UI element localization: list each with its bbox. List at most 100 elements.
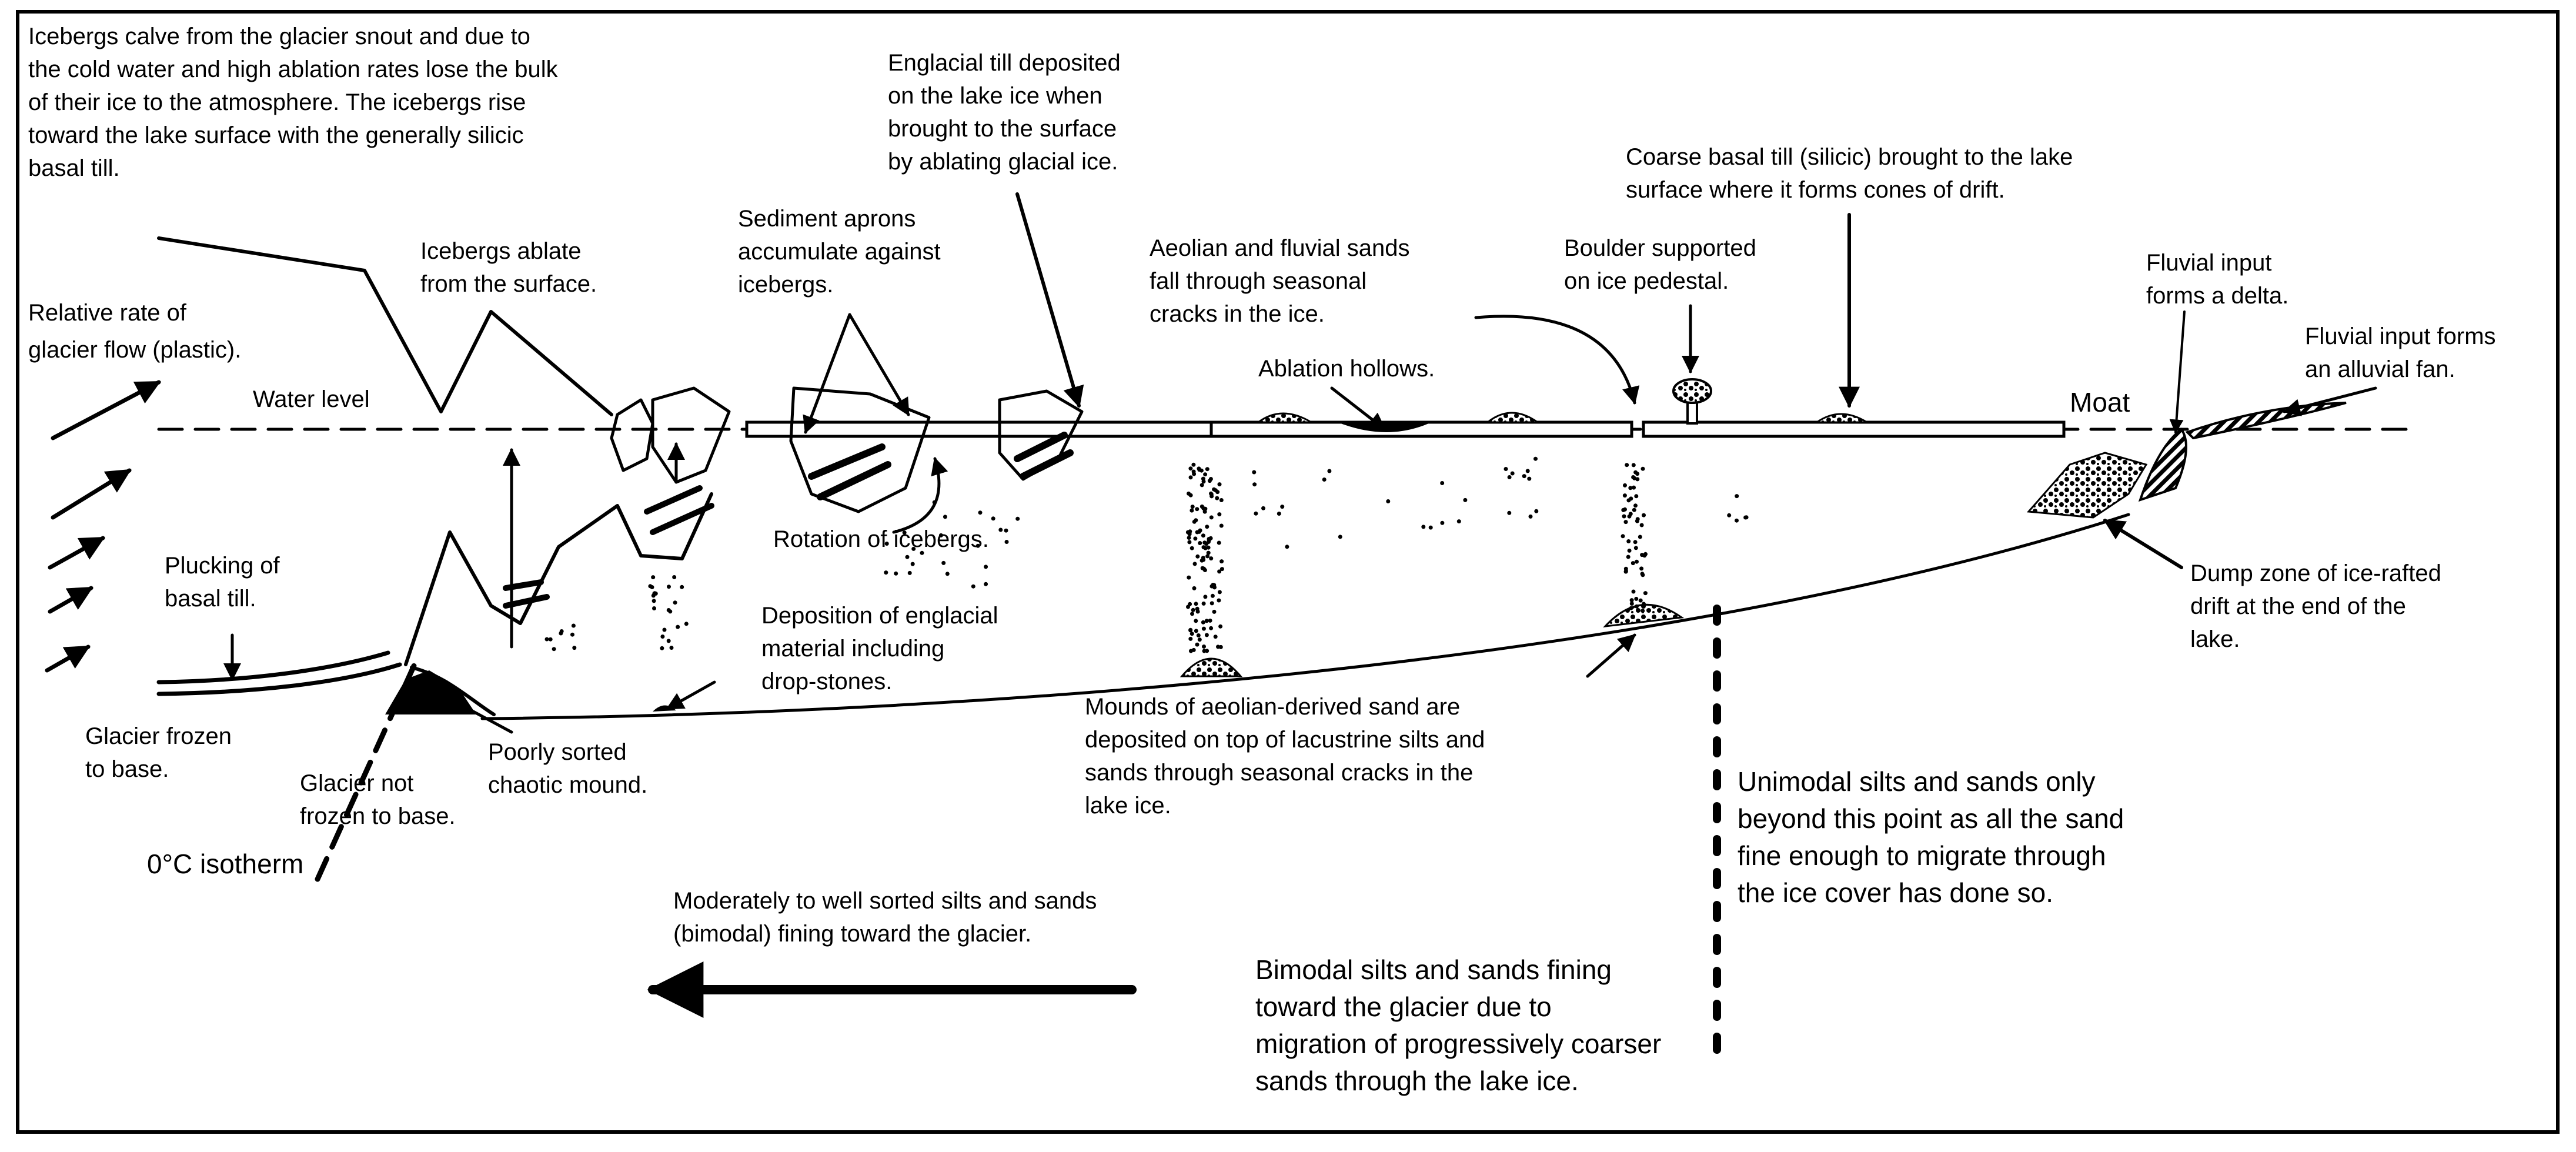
sediment-dot (1210, 593, 1215, 598)
sediment-dot (1209, 515, 1214, 520)
sediment-dot (991, 516, 995, 521)
label-poorly-sorted: Poorly sorted chaotic mound. (488, 739, 647, 798)
sediment-dot (1640, 553, 1645, 557)
sediment-dot (1190, 508, 1194, 513)
sediment-dot (1205, 554, 1210, 559)
sediment-dot (1285, 545, 1289, 549)
sediment-dot (1623, 520, 1628, 525)
label-deposition: Deposition of englacial material includi… (761, 603, 1005, 694)
sediment-dot (1634, 596, 1639, 601)
label-coarse-till: Coarse basal till (silicic) brought to t… (1626, 144, 2079, 203)
sediment-dot (684, 622, 689, 626)
sediment-dot (1633, 503, 1638, 508)
sediment-dot (652, 606, 656, 610)
sediment-dot (1203, 472, 1208, 477)
label-mounds: Mounds of aeolian-derived sand are depos… (1085, 694, 1492, 819)
sediment-dot (1322, 478, 1327, 482)
sediment-dot (1338, 535, 1342, 539)
sediment-dot (1628, 512, 1633, 516)
sediment-dot (1635, 477, 1640, 482)
sediment-dot (1217, 598, 1221, 603)
sediment-dot (1194, 619, 1198, 623)
sediment-dot (1631, 561, 1635, 566)
iceberg-sediment-layers (503, 432, 1074, 609)
sediment-dot (1212, 609, 1217, 614)
sediment-dot (945, 572, 950, 576)
label-englacial-till: Englacial till deposited on the lake ice… (888, 50, 1127, 175)
sediment-dot (1194, 629, 1198, 633)
sediment-dot (978, 510, 983, 515)
sediment-dot (572, 646, 577, 650)
sediment-dot (1261, 506, 1265, 510)
sediment-dot (1428, 525, 1433, 530)
sediment-dot (1635, 517, 1640, 522)
sediment-dot (1277, 512, 1281, 516)
sediment-dot (660, 646, 664, 650)
sediment-dot (938, 533, 943, 537)
sediment-dot (1638, 535, 1642, 539)
sediment-dot (1191, 462, 1196, 467)
sediment-dot (894, 571, 898, 576)
sediment-dot (1193, 536, 1198, 541)
sediment-dot (1199, 468, 1204, 473)
sediment-dot (1191, 607, 1195, 612)
label-icebergs-ablate: Icebergs ablate from the surface. (420, 238, 597, 297)
sediment-dot (1195, 530, 1200, 535)
sediment-dot (1217, 569, 1222, 574)
sediment-dot (971, 584, 975, 589)
sediment-dot (1201, 620, 1205, 625)
sediment-dot (1201, 601, 1206, 606)
sediment-dot (1219, 523, 1224, 528)
sediment-dot (1200, 504, 1204, 509)
sediment-dot (1210, 601, 1214, 606)
sediment-dot (1190, 612, 1194, 616)
sediment-dot (1641, 466, 1645, 471)
sediment-dot (1194, 602, 1198, 606)
sediment-dot (1209, 556, 1214, 561)
sediment-dot (1210, 494, 1214, 499)
sediment-dot (676, 625, 680, 629)
sediment-dot (1192, 519, 1197, 524)
label-calving: Icebergs calve from the glacier snout an… (28, 24, 564, 181)
sediment-dot (1744, 515, 1749, 520)
glacier-flow-arrows (45, 380, 161, 673)
glacier-snout-profile (404, 492, 713, 666)
sediment-dot (666, 608, 671, 612)
sediment-dot (1463, 497, 1468, 502)
sediment-dot (1200, 483, 1204, 487)
sediment-dot (1203, 595, 1208, 599)
sediment-dot (570, 632, 574, 637)
label-aeolian-fluvial: Aeolian and fluvial sands fall through s… (1150, 235, 1416, 327)
sediment-dot (1219, 567, 1224, 572)
sediment-dot (1634, 494, 1639, 499)
sediment-dot (660, 635, 665, 639)
sediment-dot (1187, 575, 1191, 580)
sediment-dot (1254, 511, 1258, 516)
sediment-dot (920, 550, 924, 555)
sediment-dot (672, 575, 677, 579)
sediment-dot (1204, 542, 1209, 546)
label-bimodal: Bimodal silts and sands fining toward th… (1255, 954, 1669, 1096)
sediment-dot (1190, 632, 1194, 636)
sediment-dot (1456, 519, 1461, 524)
sediment-dot (1623, 483, 1627, 487)
label-dump-zone: Dump zone of ice-rafted drift at the end… (2190, 560, 2448, 652)
label-fluvial-fan: Fluvial input forms an alluvial fan. (2305, 323, 2503, 382)
sediment-dot (1632, 507, 1636, 512)
sediment-dot (1522, 474, 1526, 479)
sediment-dot (1534, 509, 1539, 513)
sediment-dot (1510, 471, 1515, 476)
sediment-dot (1207, 537, 1211, 541)
sediment-dot (1004, 528, 1008, 533)
sediment-dot (1188, 475, 1193, 480)
sediment-dot (1635, 559, 1639, 564)
sediment-dot (1622, 493, 1627, 498)
sediment-dot (1188, 649, 1193, 653)
sediment-dot (1203, 546, 1208, 550)
figure-frame (16, 10, 2560, 1134)
glacier-surface-profile (157, 236, 613, 416)
sediment-dot (1201, 566, 1206, 571)
sediment-dot (1213, 635, 1218, 639)
sediment-dot (548, 637, 553, 642)
sediment-dot (1188, 493, 1193, 497)
